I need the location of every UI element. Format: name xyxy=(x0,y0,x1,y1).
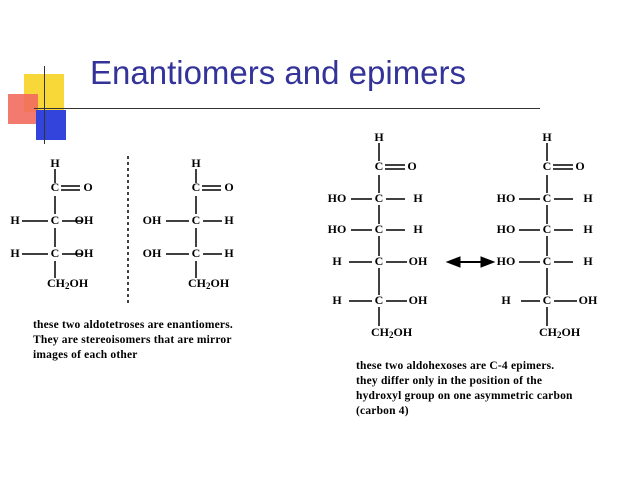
chiral-carbon: C xyxy=(51,213,60,227)
right-substituent: H xyxy=(583,254,593,268)
left-substituent: H xyxy=(10,213,20,227)
title-vertical-line xyxy=(44,66,45,144)
left-substituent: HO xyxy=(497,191,516,205)
left-substituent: HO xyxy=(497,222,516,236)
top-hydrogen: H xyxy=(50,156,60,170)
right-substituent: H xyxy=(413,222,423,236)
carbonyl-carbon: C xyxy=(543,159,552,173)
epimer-caption-line-1: these two aldohexoses are C-4 epimers. xyxy=(356,360,555,372)
terminal-ch2oh: CH2OH xyxy=(47,276,89,291)
left-substituent: HO xyxy=(328,191,347,205)
top-hydrogen: H xyxy=(374,130,384,144)
chiral-carbon: C xyxy=(192,213,201,227)
chiral-carbon: C xyxy=(375,222,384,236)
chiral-carbon: C xyxy=(375,254,384,268)
blue-square-decoration xyxy=(36,110,66,140)
chiral-carbon: C xyxy=(543,293,552,307)
structure-3-bonds xyxy=(349,143,407,326)
right-substituent: OH xyxy=(75,213,94,227)
structure-2-bonds xyxy=(166,169,222,278)
carbonyl-oxygen: O xyxy=(575,159,584,173)
left-substituent: H xyxy=(332,293,342,307)
chiral-carbon: C xyxy=(375,293,384,307)
left-substituent: OH xyxy=(143,213,162,227)
right-substituent: H xyxy=(413,191,423,205)
epimer-caption-line-2: they differ only in the position of the xyxy=(356,375,543,387)
right-substituent: OH xyxy=(409,254,428,268)
epimer-caption: these two aldohexoses are C-4 epimers. t… xyxy=(356,359,573,419)
right-substituent: OH xyxy=(75,246,94,260)
slide-title: Enantiomers and epimers xyxy=(90,54,467,91)
double-arrow-icon xyxy=(445,256,496,268)
right-substituent: H xyxy=(583,222,593,236)
terminal-ch2oh: CH2OH xyxy=(188,276,230,291)
enantiomer-caption-line-2: They are stereoisomers that are mirror xyxy=(33,334,232,346)
left-substituent: HO xyxy=(328,222,347,236)
title-horizontal-line xyxy=(34,108,540,109)
epimer-caption-line-3: hydroxyl group on one asymmetric carbon xyxy=(356,390,573,402)
right-substituent: H xyxy=(224,213,234,227)
right-substituent: H xyxy=(224,246,234,260)
carbonyl-carbon: C xyxy=(375,159,384,173)
chiral-carbon: C xyxy=(192,246,201,260)
terminal-ch2oh: CH2OH xyxy=(371,325,413,340)
enantiomer-caption-line-1: these two aldotetroses are enantiomers. xyxy=(33,319,233,331)
terminal-ch2oh: CH2OH xyxy=(539,325,581,340)
left-substituent: H xyxy=(501,293,511,307)
chiral-carbon: C xyxy=(51,246,60,260)
left-substituent: OH xyxy=(143,246,162,260)
left-substituent: H xyxy=(10,246,20,260)
right-substituent: OH xyxy=(579,293,598,307)
chiral-carbon: C xyxy=(543,254,552,268)
structure-1-bonds xyxy=(22,169,82,278)
carbonyl-oxygen: O xyxy=(224,180,233,194)
left-substituent: H xyxy=(332,254,342,268)
chiral-carbon: C xyxy=(543,191,552,205)
structure-4-bonds xyxy=(519,143,577,326)
left-substituent: HO xyxy=(497,254,516,268)
carbonyl-carbon: C xyxy=(192,180,201,194)
chiral-carbon: C xyxy=(375,191,384,205)
top-hydrogen: H xyxy=(542,130,552,144)
red-square-decoration xyxy=(8,94,38,124)
epimer-caption-line-4: (carbon 4) xyxy=(356,405,409,417)
carbonyl-oxygen: O xyxy=(83,180,92,194)
chiral-carbon: C xyxy=(543,222,552,236)
carbonyl-carbon: C xyxy=(51,180,60,194)
right-substituent: OH xyxy=(409,293,428,307)
enantiomer-caption-line-3: images of each other xyxy=(33,349,138,361)
carbonyl-oxygen: O xyxy=(407,159,416,173)
enantiomer-caption: these two aldotetroses are enantiomers. … xyxy=(33,318,233,363)
top-hydrogen: H xyxy=(191,156,201,170)
right-substituent: H xyxy=(583,191,593,205)
